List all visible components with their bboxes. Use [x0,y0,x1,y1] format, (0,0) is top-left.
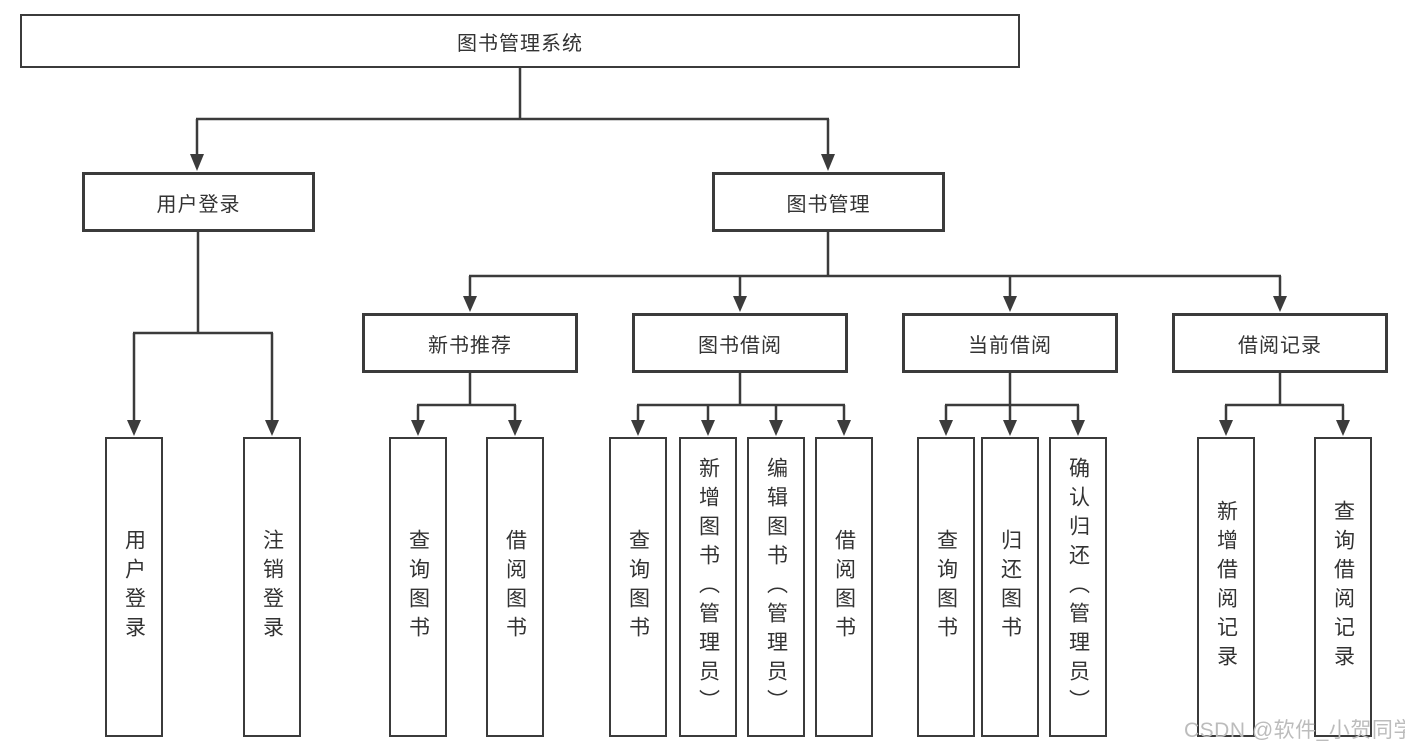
csdn-watermark: CSDN @软件_小贺同学 [1184,719,1405,742]
leaf-return-book-label: 归还图书 [998,529,1022,645]
leaf-edit-book-admin: 编辑图书（管理员） [747,437,805,737]
node-new-book-recommendation: 新书推荐 [362,313,578,373]
leaf-add-book-admin: 新增图书（管理员） [679,437,737,737]
leaf-edit-book-admin-label: 编辑图书（管理员） [764,456,788,718]
leaf-add-book-admin-label: 新增图书（管理员） [696,456,720,718]
node-new-book-recommendation-label: 新书推荐 [428,334,512,357]
node-current-borrowing-label: 当前借阅 [968,334,1052,357]
node-user-login-label: 用户登录 [156,193,241,216]
node-current-borrowing: 当前借阅 [902,313,1118,373]
leaf-query-books-recommend-label: 查询图书 [406,529,430,645]
node-borrowing-records: 借阅记录 [1172,313,1388,373]
leaf-borrow-books-label: 借阅图书 [832,529,856,645]
leaf-add-borrow-record-label: 新增借阅记录 [1214,500,1238,674]
node-book-borrowing: 图书借阅 [632,313,848,373]
node-book-borrowing-label: 图书借阅 [698,334,782,357]
leaf-logout-label: 注销登录 [260,529,284,645]
leaf-borrow-books-recommend: 借阅图书 [486,437,544,737]
leaf-borrow-books-recommend-label: 借阅图书 [503,529,527,645]
leaf-query-books-current-label: 查询图书 [934,529,958,645]
leaf-query-borrow-record-label: 查询借阅记录 [1331,500,1355,674]
node-book-management-label: 图书管理 [786,193,871,216]
node-user-login: 用户登录 [82,172,315,232]
leaf-return-book: 归还图书 [981,437,1039,737]
leaf-borrow-books: 借阅图书 [815,437,873,737]
leaf-query-books-borrowing-label: 查询图书 [626,529,650,645]
leaf-query-books-current: 查询图书 [917,437,975,737]
leaf-logout: 注销登录 [243,437,301,737]
leaf-query-books-borrowing: 查询图书 [609,437,667,737]
leaf-query-borrow-record: 查询借阅记录 [1314,437,1372,737]
node-root: 图书管理系统 [20,14,1020,68]
leaf-user-login: 用户登录 [105,437,163,737]
leaf-user-login-label: 用户登录 [122,529,146,645]
leaf-add-borrow-record: 新增借阅记录 [1197,437,1255,737]
leaf-query-books-recommend: 查询图书 [389,437,447,737]
node-book-management: 图书管理 [712,172,945,232]
node-root-label: 图书管理系统 [457,32,583,55]
leaf-confirm-return-admin-label: 确认归还（管理员） [1066,456,1090,718]
leaf-confirm-return-admin: 确认归还（管理员） [1049,437,1107,737]
node-borrowing-records-label: 借阅记录 [1238,334,1322,357]
